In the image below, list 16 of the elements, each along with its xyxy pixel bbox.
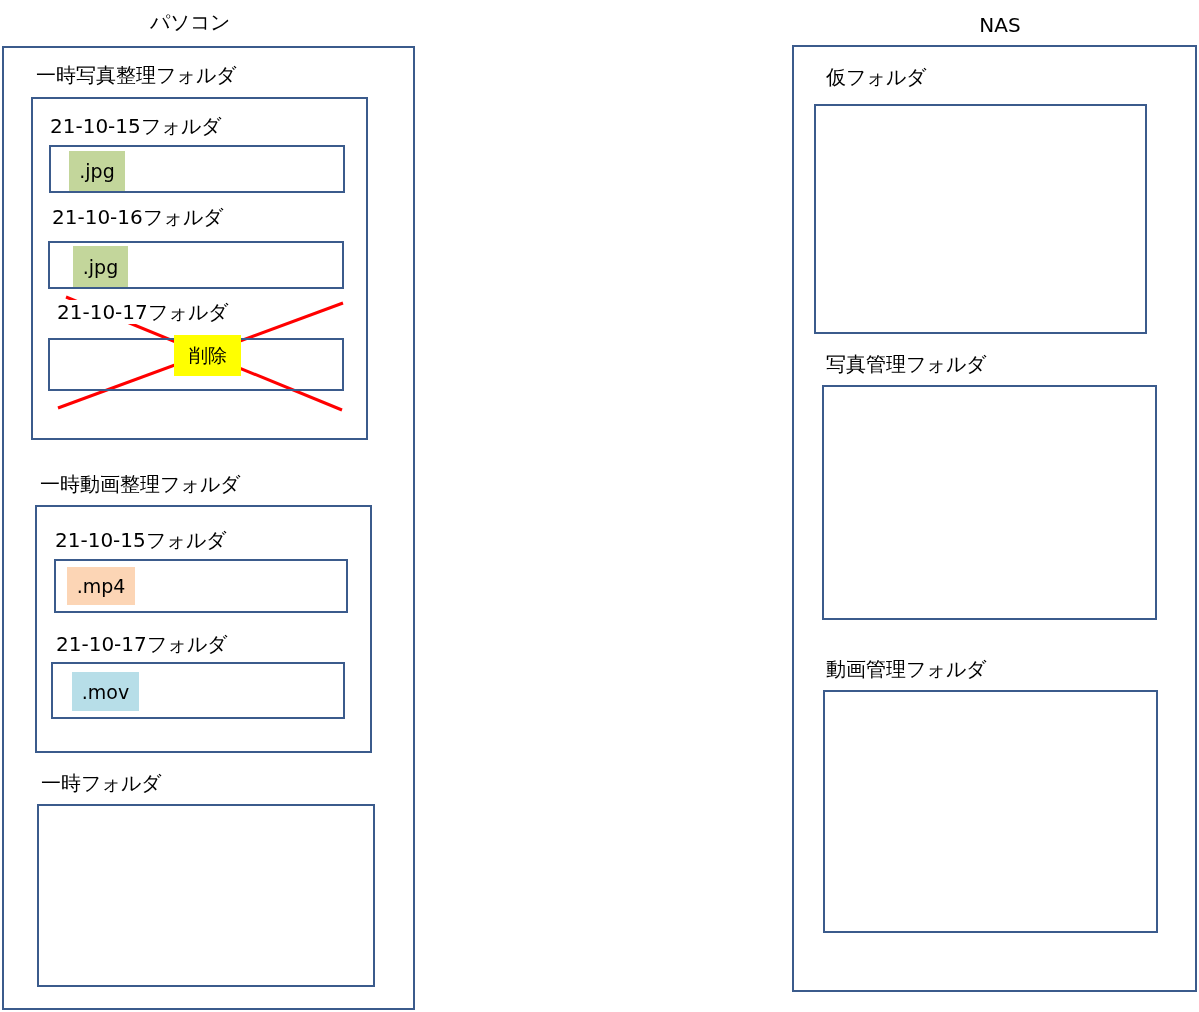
file-tag: .mov <box>72 672 139 711</box>
folder-label: 仮フォルダ <box>826 65 926 89</box>
folder-label: 21-10-15フォルダ <box>50 114 221 138</box>
folder-label: 21-10-16フォルダ <box>52 205 223 229</box>
folder-label: 一時動画整理フォルダ <box>40 472 240 496</box>
folder-label: 一時写真整理フォルダ <box>36 63 236 87</box>
folder-label: 一時フォルダ <box>41 771 161 795</box>
file-tag: .jpg <box>73 246 128 287</box>
delete-tag: 削除 <box>174 335 241 376</box>
folder-label: 21-10-17フォルダ <box>57 300 228 324</box>
folder-label: 動画管理フォルダ <box>826 657 986 681</box>
file-tag: .jpg <box>69 151 125 191</box>
folder-label: 写真管理フォルダ <box>826 352 986 376</box>
folder-label: 21-10-17フォルダ <box>56 632 227 656</box>
folder-label: 21-10-15フォルダ <box>55 528 226 552</box>
file-tag: .mp4 <box>67 567 135 605</box>
